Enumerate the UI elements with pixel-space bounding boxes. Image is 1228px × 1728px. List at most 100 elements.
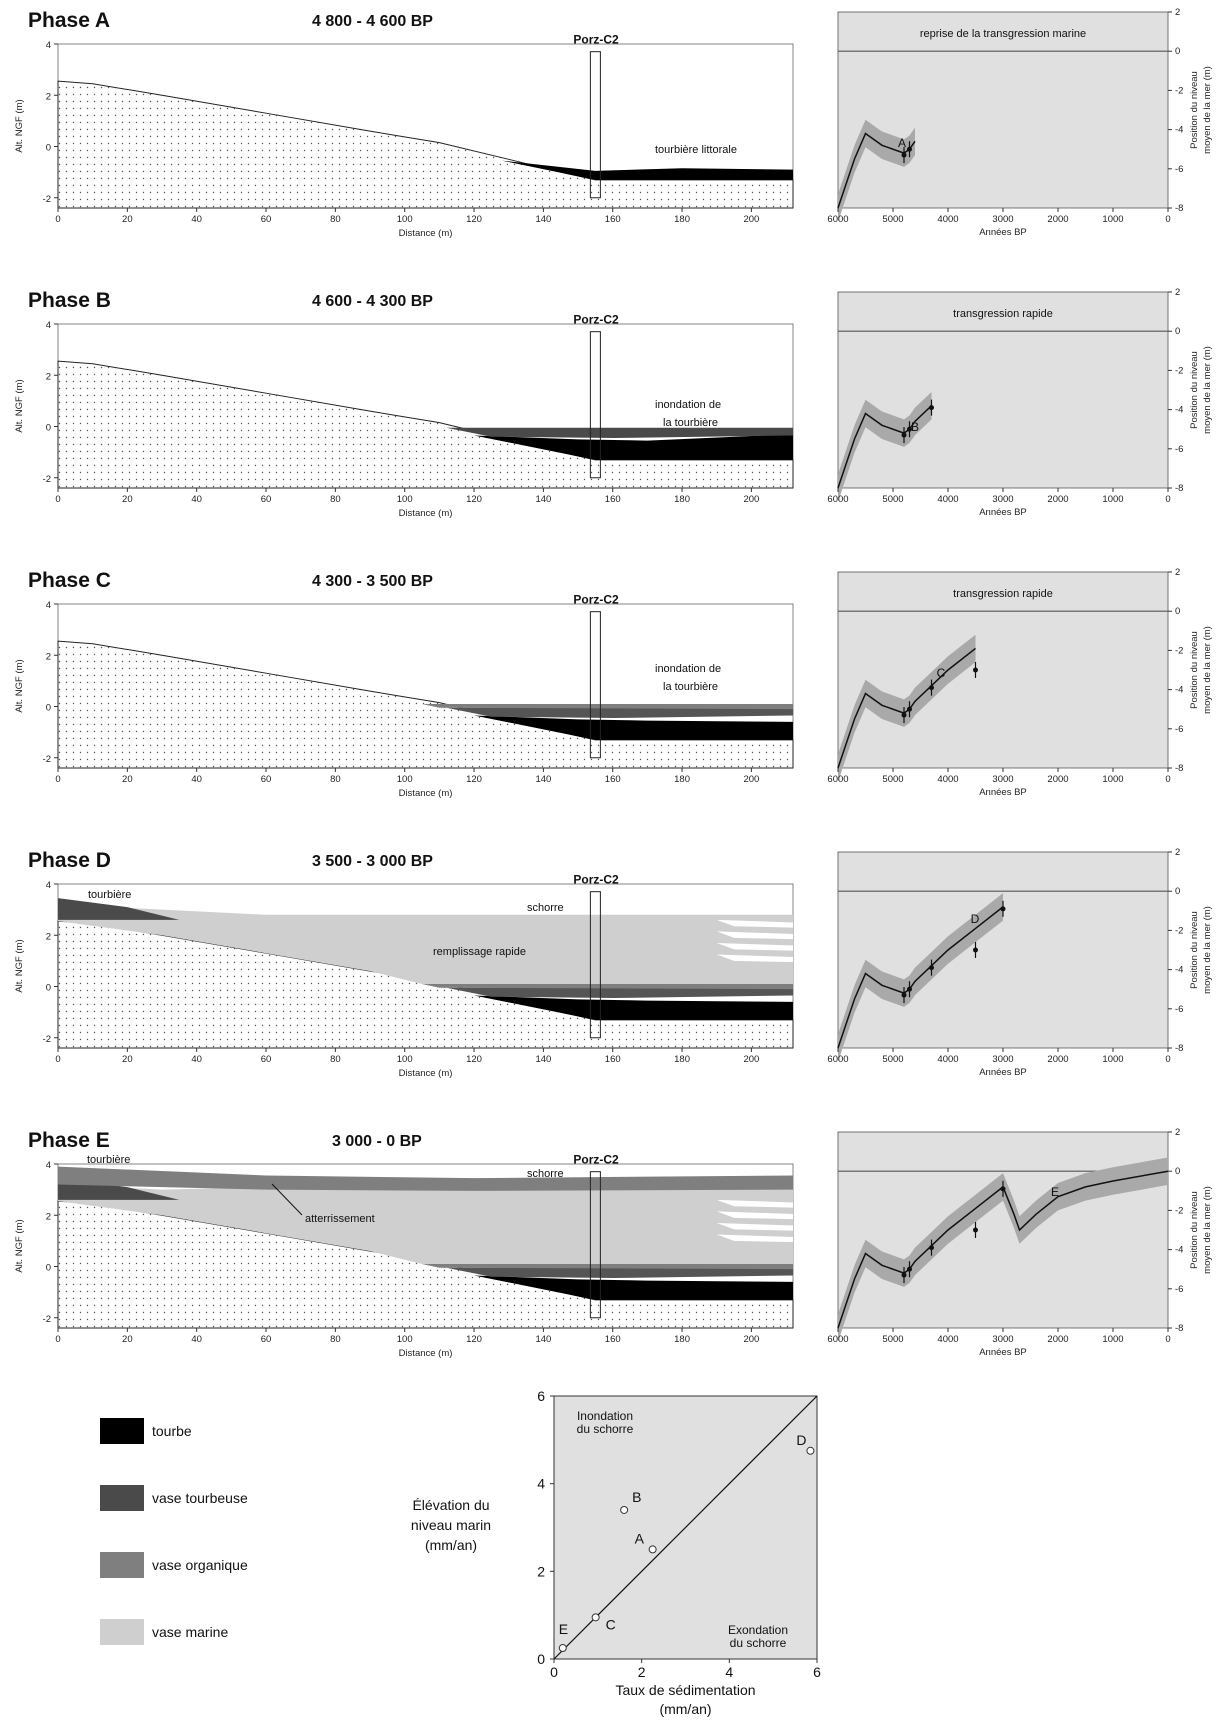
phase-label: Phase B: [28, 289, 111, 312]
x-tick-label: 80: [330, 1054, 341, 1065]
curve-ylabel-1: Position du niveau: [1189, 351, 1200, 429]
legend-label: vase marine: [152, 1624, 228, 1640]
marine-fringe: [716, 1234, 793, 1243]
rate-point-label: B: [632, 1489, 641, 1505]
core-marker: [589, 51, 601, 199]
y-tick-label: 4: [46, 1160, 51, 1171]
x-tick-label: 200: [743, 1054, 759, 1065]
core-marker: [589, 891, 601, 1039]
curve-y-tick-label: -6: [1175, 444, 1183, 455]
rate-xlabel: (mm/an): [659, 1701, 711, 1717]
marine-fringe: [716, 954, 793, 963]
x-tick-label: 200: [743, 1334, 759, 1345]
section-xlabel: Distance (m): [399, 1068, 453, 1079]
rate-x-tick-label: 0: [550, 1664, 558, 1680]
x-tick-label: 100: [397, 214, 413, 225]
dated-point: [907, 706, 912, 712]
rate-y-tick-label: 0: [537, 1651, 545, 1667]
curve-frame: [837, 291, 1169, 489]
x-tick-label: 140: [535, 494, 551, 505]
curve-x-tick-label: 6000: [827, 494, 848, 505]
y-tick-label: 4: [46, 320, 51, 331]
curve-y-tick-label: -8: [1175, 203, 1183, 214]
phase-label: Phase E: [28, 1129, 110, 1152]
x-tick-label: 20: [122, 774, 133, 785]
marine-fringe: [716, 942, 793, 951]
vase-tourbeuse-layer: [446, 427, 793, 439]
dated-point: [907, 146, 912, 152]
y-tick-label: 4: [46, 40, 51, 51]
curve-x-tick-label: 0: [1165, 1054, 1170, 1065]
curve-x-tick-label: 2000: [1047, 214, 1068, 225]
phase-period: 4 300 - 3 500 BP: [312, 573, 433, 590]
curve-x-tick-label: 5000: [882, 494, 903, 505]
x-tick-label: 20: [122, 214, 133, 225]
curve-y-tick-label: -8: [1175, 1043, 1183, 1054]
x-tick-label: 120: [466, 494, 482, 505]
tourbe-layer: [474, 715, 793, 740]
x-tick-label: 60: [261, 1334, 272, 1345]
curve-ylabel-2: moyen de la mer (m): [1202, 1186, 1213, 1274]
curve-y-tick-label: -2: [1175, 365, 1183, 376]
curve-x-tick-label: 0: [1165, 1334, 1170, 1345]
x-tick-label: 60: [261, 214, 272, 225]
curve-x-tick-label: 1000: [1102, 1334, 1123, 1345]
tourbe-layer: [474, 995, 793, 1020]
phase-period: 3 500 - 3 000 BP: [312, 853, 433, 870]
x-tick-label: 40: [191, 774, 202, 785]
y-tick-label: 0: [46, 143, 51, 154]
rate-point-label: C: [606, 1616, 616, 1632]
rate-ylabel: Élévation du: [412, 1497, 489, 1513]
curve-label: D: [971, 912, 980, 926]
zone-bottom: Exondation: [728, 1623, 788, 1637]
core-marker: [589, 331, 601, 479]
curve-x-tick-label: 6000: [827, 214, 848, 225]
y-tick-label: -2: [43, 474, 51, 485]
atterrissement-arrow: [271, 1183, 303, 1216]
marine-fringe: [716, 919, 793, 928]
curve-x-tick-label: 0: [1165, 494, 1170, 505]
curve-y-tick-label: 2: [1175, 7, 1180, 18]
phase-period: 4 600 - 4 300 BP: [312, 293, 433, 310]
x-tick-label: 80: [330, 774, 341, 785]
x-tick-label: 20: [122, 1054, 133, 1065]
legend-label: tourbe: [152, 1423, 192, 1439]
uncertainty-band: [838, 634, 976, 782]
x-tick-label: 80: [330, 494, 341, 505]
dated-point: [973, 667, 978, 673]
x-tick-label: 180: [674, 1334, 690, 1345]
x-tick-label: 100: [397, 1054, 413, 1065]
y-tick-label: -2: [43, 1314, 51, 1325]
core-label: Porz-C2: [573, 593, 619, 607]
section-annotation: tourbière littorale: [655, 144, 737, 156]
x-tick-label: 100: [397, 774, 413, 785]
y-tick-label: 2: [46, 1211, 51, 1222]
curve-x-tick-label: 2000: [1047, 1054, 1068, 1065]
curve-x-tick-label: 4000: [937, 774, 958, 785]
curve-y-tick-label: 0: [1175, 1166, 1180, 1177]
curve-x-tick-label: 6000: [827, 1334, 848, 1345]
curve-label: C: [937, 666, 946, 680]
core-marker: [589, 1171, 601, 1319]
curve-x-tick-label: 5000: [882, 1054, 903, 1065]
uncertainty-band: [838, 391, 932, 502]
curve-ylabel-1: Position du niveau: [1189, 911, 1200, 989]
marine-fringe: [716, 1199, 793, 1208]
x-tick-label: 200: [743, 214, 759, 225]
curve-label: E: [1051, 1185, 1059, 1199]
dated-point: [929, 405, 934, 411]
rate-ylabel: niveau marin: [411, 1517, 491, 1533]
section-ylabel: Alt. NGF (m): [14, 659, 25, 712]
x-tick-label: 0: [55, 774, 60, 785]
tourbiere-layer: [58, 898, 180, 920]
phase-period: 4 800 - 4 600 BP: [312, 13, 433, 30]
dated-point: [1000, 1186, 1006, 1192]
